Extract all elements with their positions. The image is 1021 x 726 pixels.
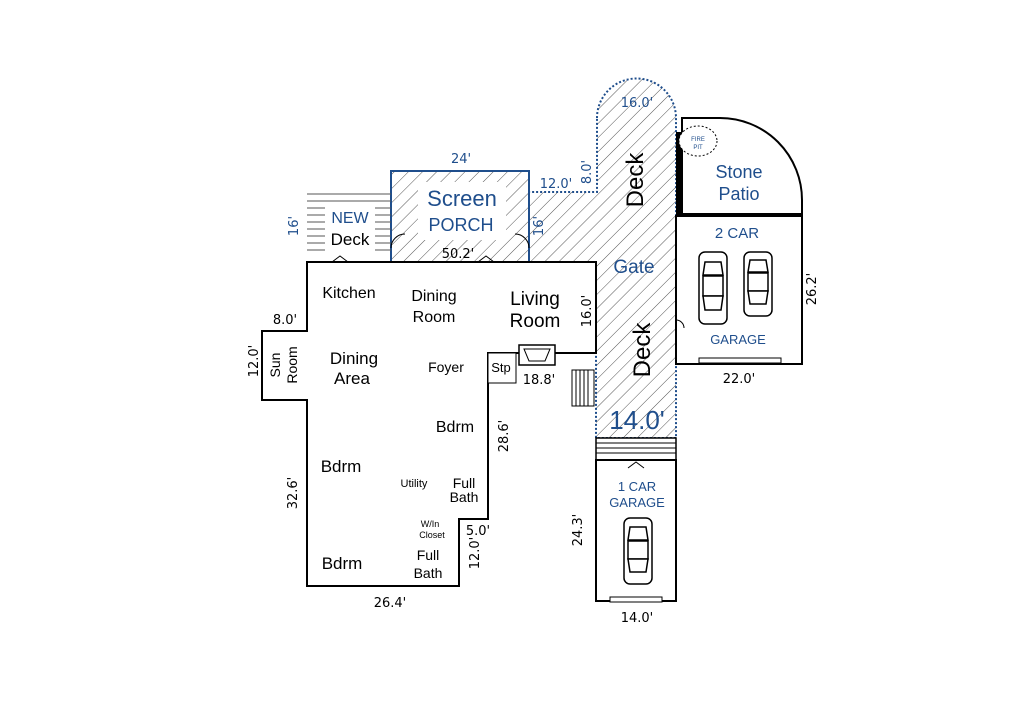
garage-two-car xyxy=(675,215,803,365)
foyer-label: Foyer xyxy=(428,359,464,375)
bedroom-label: Bdrm xyxy=(322,554,363,573)
garage-two-car-label: 2 CAR xyxy=(715,225,759,242)
garage-two-car-label: GARAGE xyxy=(710,332,766,347)
dimension-label: 16' xyxy=(532,216,547,236)
dimension-label: 50.2' xyxy=(442,247,475,262)
dining-room-label: Room xyxy=(413,309,456,326)
walk-in-closet-label: W/In xyxy=(421,519,440,529)
full-bath-label: Full xyxy=(417,547,440,563)
stp-label: Stp xyxy=(491,360,511,375)
deck-lower-label: Deck xyxy=(629,322,656,378)
garage-one-car-label: GARAGE xyxy=(609,495,665,510)
deck-area xyxy=(528,77,677,439)
dimension-label: 16' xyxy=(287,216,302,236)
dimension-label: 26.2' xyxy=(805,273,820,306)
dimension-label: 32.6' xyxy=(286,477,301,510)
fire-pit-label: FIRE xyxy=(691,137,705,143)
garage-one-car-label: 1 CAR xyxy=(618,479,656,494)
dimension-label: 26.4' xyxy=(374,596,407,611)
car-icon xyxy=(623,517,653,585)
main-house-outline xyxy=(261,261,597,587)
bedroom-label: Bdrm xyxy=(436,419,474,436)
dimension-label: 12.0' xyxy=(468,537,483,570)
dimension-label: 16.0' xyxy=(621,96,654,111)
dimension-label: 12.0' xyxy=(247,345,262,378)
dimension-label: 16.0' xyxy=(580,295,595,328)
fire-pit-icon xyxy=(678,125,718,157)
new-deck-label: NEW xyxy=(331,210,369,227)
dimension-label: 18.8' xyxy=(523,373,556,388)
car-icon xyxy=(698,251,728,325)
gate-label: Gate xyxy=(613,257,654,278)
exterior-steps xyxy=(571,369,595,407)
kitchen-label: Kitchen xyxy=(322,285,375,302)
deck-upper-label: Deck xyxy=(622,152,649,208)
fire-pit-label: PIT xyxy=(693,145,703,151)
living-room-label: Room xyxy=(510,311,561,332)
dimension-label: 5.0' xyxy=(466,524,490,539)
dimension-label: 28.6' xyxy=(497,420,512,453)
dimension-label: 8.0' xyxy=(273,313,297,328)
screen-porch-label: PORCH xyxy=(428,215,493,235)
stone-patio-label: Patio xyxy=(718,184,759,204)
screen-porch-label: Screen xyxy=(427,186,497,211)
dimension-label: 22.0' xyxy=(723,372,756,387)
deck-width-label: 14.0' xyxy=(609,405,665,435)
dining-area-label: Dining xyxy=(330,349,378,368)
dimension-label: 24.3' xyxy=(571,514,586,547)
car-icon xyxy=(743,251,773,317)
dining-area-label: Area xyxy=(334,369,370,388)
stone-patio-label: Stone xyxy=(715,162,762,182)
dimension-label: 8.0' xyxy=(580,160,595,184)
dimension-label: 14.0' xyxy=(621,611,654,626)
living-room-label: Living xyxy=(510,289,560,310)
walk-in-closet-label: Closet xyxy=(419,530,445,540)
utility-label: Utility xyxy=(401,478,428,490)
full-bath-label: Bath xyxy=(450,489,479,505)
new-deck-label: Deck xyxy=(331,230,370,249)
sun-room-label: Room xyxy=(284,346,300,383)
sun-room-label: Sun xyxy=(267,353,283,378)
dimension-label: 24' xyxy=(451,152,471,167)
full-bath-label: Full xyxy=(453,475,476,491)
bedroom-label: Bdrm xyxy=(321,457,362,476)
full-bath-label: Bath xyxy=(414,565,443,581)
dining-room-label: Dining xyxy=(411,288,456,305)
dimension-label: 12.0' xyxy=(540,177,573,192)
